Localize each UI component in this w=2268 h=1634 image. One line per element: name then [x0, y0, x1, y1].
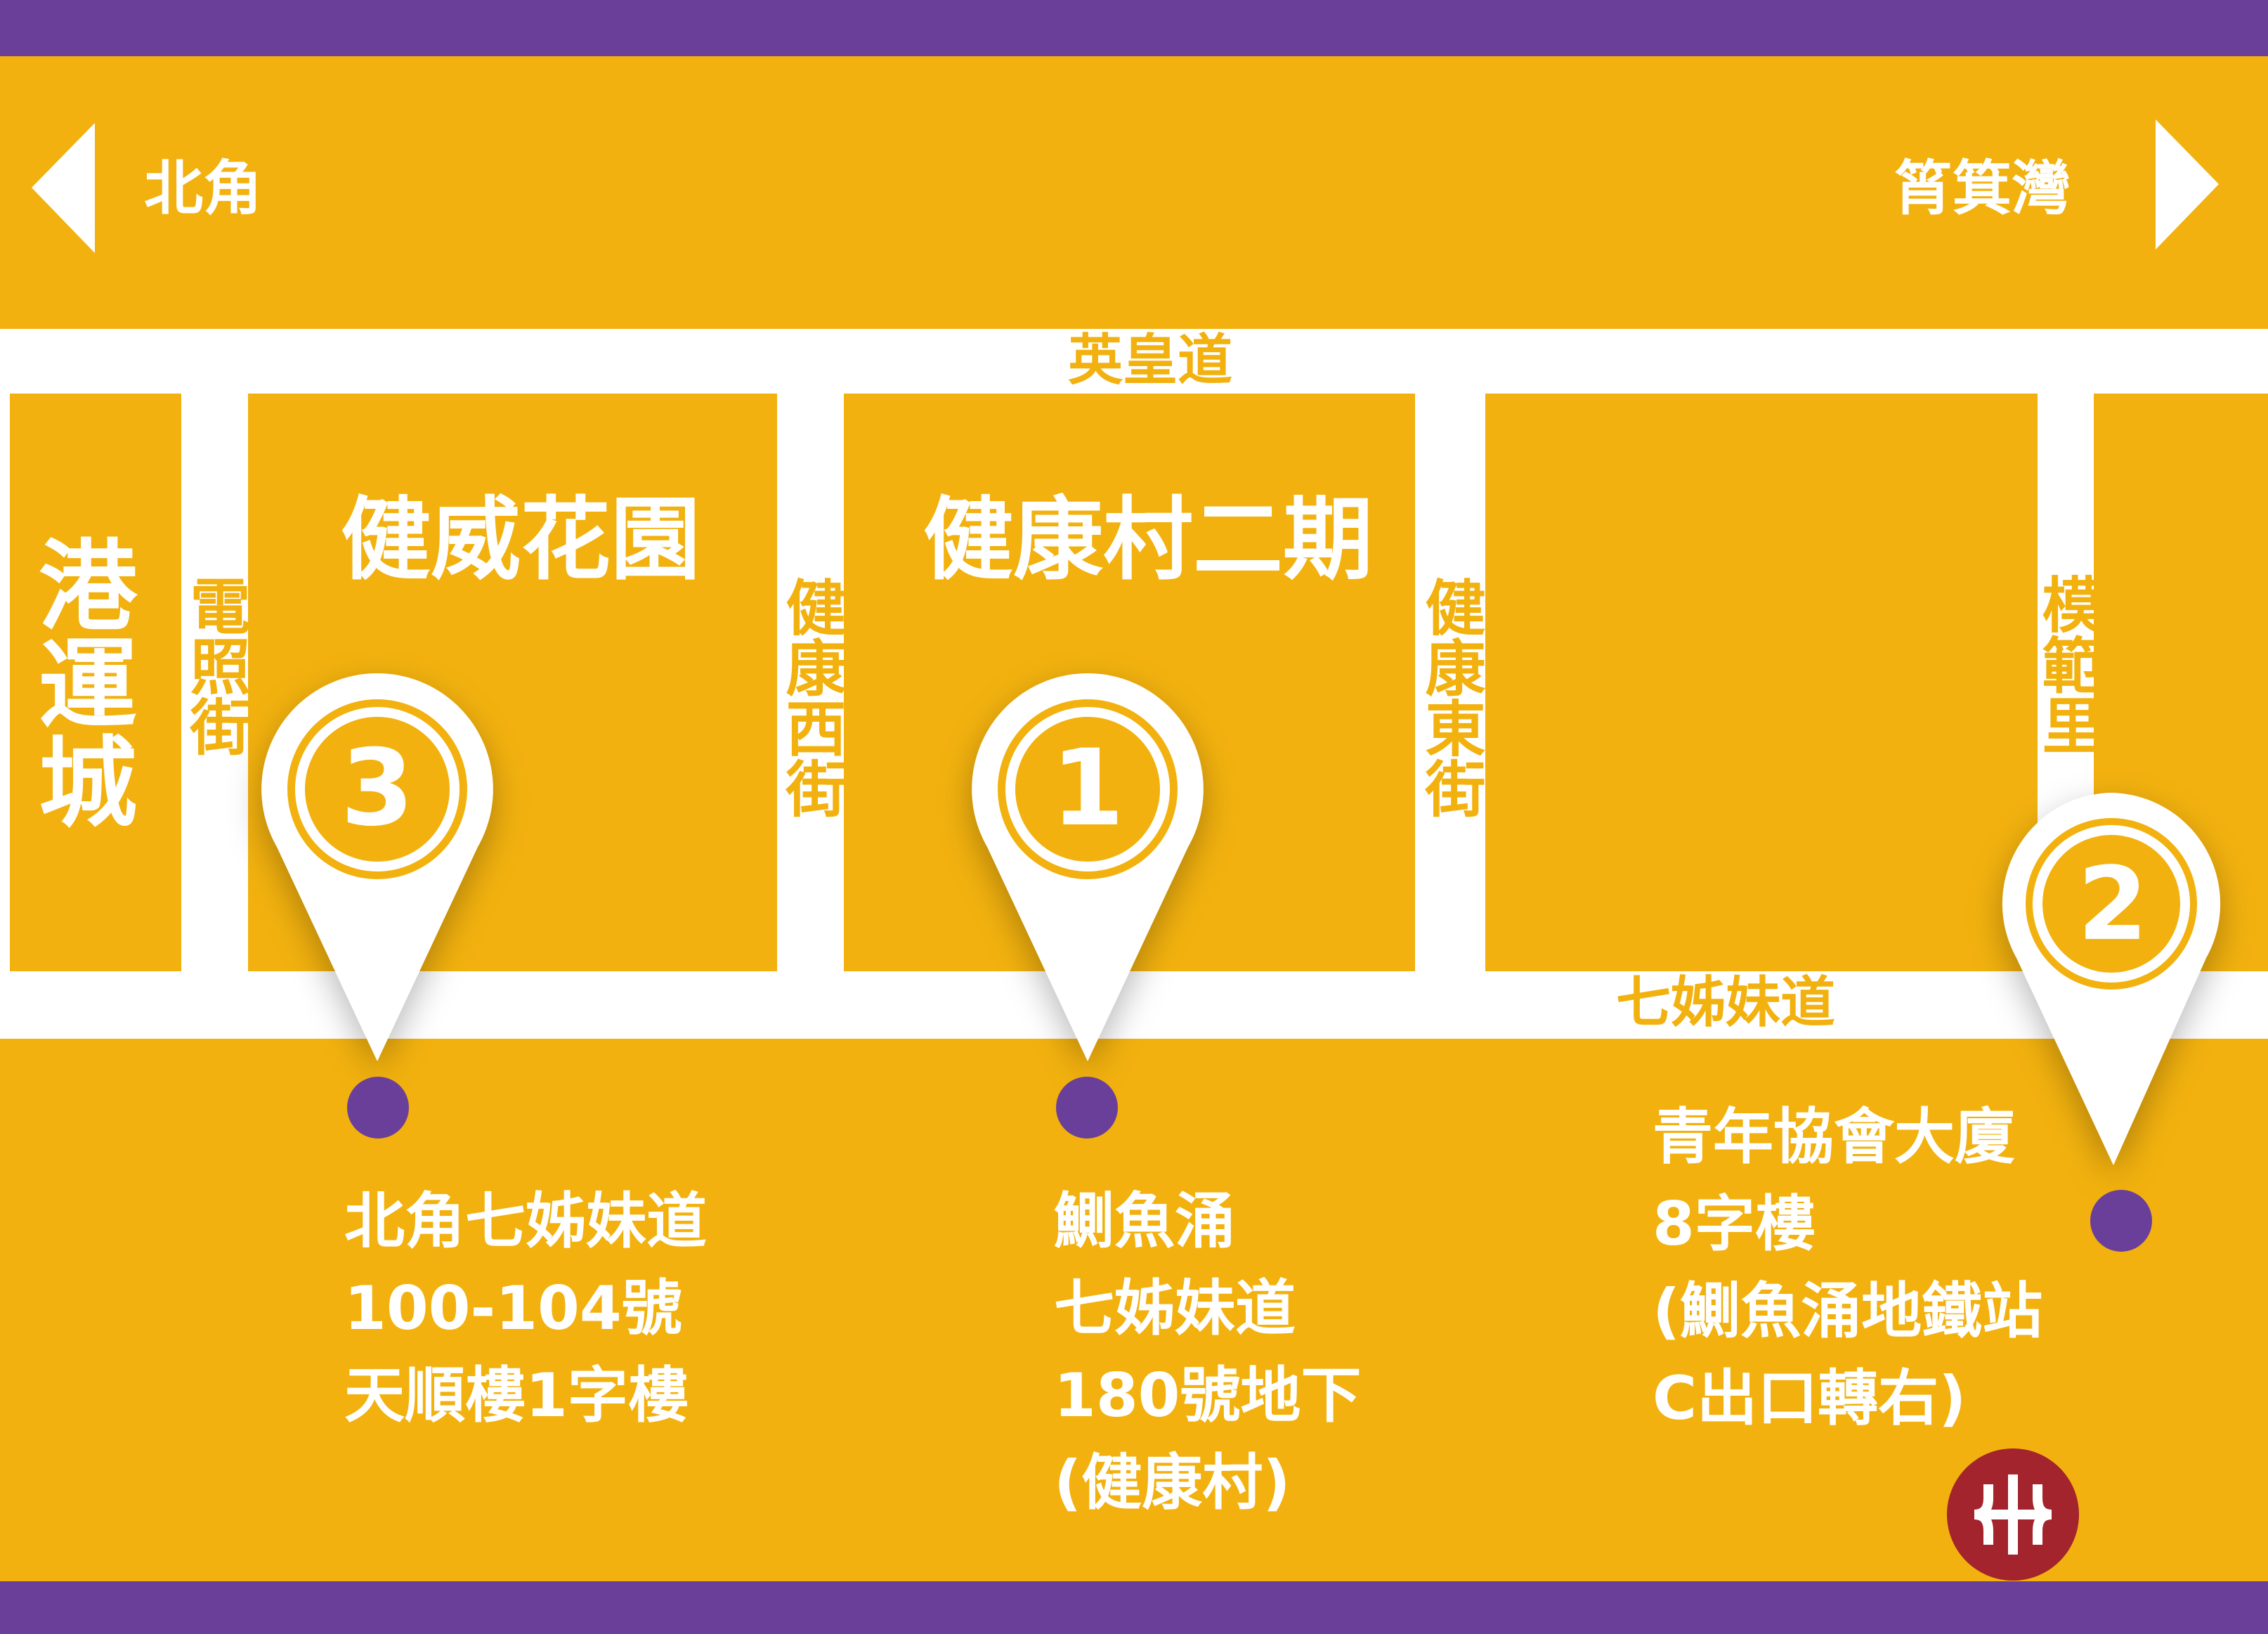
address-line: 北角七姊妹道 — [344, 1186, 707, 1257]
street-kings-road: 英皇道 — [1068, 329, 1233, 392]
marker-3-address: 北角七姊妹道 100-104號 天順樓1字樓 — [344, 1178, 707, 1439]
marker-2-location-dot — [2090, 1190, 2152, 1252]
street-healthy-street-west: 健康西街 — [775, 576, 845, 818]
marker-1-address: 鰂魚涌 七姊妹道 180號地下 (健康村) — [1054, 1178, 1362, 1526]
direction-left-label: 北角 — [144, 154, 263, 223]
block-healthy-village-phase2: 健康村二期 — [923, 488, 1374, 592]
street-electric-street: 電照街 — [179, 575, 249, 756]
address-line: C出口轉右) — [1653, 1363, 1967, 1434]
road-vertical-2 — [777, 329, 844, 1039]
right-arrow-icon — [2156, 119, 2219, 249]
left-arrow-icon — [32, 123, 95, 253]
marker-1-pin-icon — [972, 673, 1204, 1061]
marker-2-pin-icon — [2002, 793, 2221, 1165]
top-band — [0, 0, 2268, 56]
address-line: (健康村) — [1054, 1448, 1291, 1518]
block-healthy-gardens: 健威花園 — [341, 488, 701, 592]
address-line: 100-104號 — [344, 1273, 682, 1344]
direction-right-label: 筲箕灣 — [1894, 154, 2071, 223]
bottom-band — [0, 1581, 2268, 1634]
address-line: 180號地下 — [1054, 1361, 1362, 1431]
marker-2-number: 2 — [2077, 845, 2149, 963]
marker-3-location-dot — [347, 1077, 409, 1139]
address-line: 七姊妹道 — [1054, 1273, 1296, 1344]
road-vertical-3 — [1415, 329, 1485, 1039]
marker-2-address: 青年協會大廈 8字樓 (鰂魚涌地鐵站 C出口轉右) — [1653, 1094, 2042, 1442]
road-vertical-1 — [181, 329, 248, 1039]
marker-1-number: 1 — [1050, 727, 1125, 850]
block-island-place: 港運城 — [22, 534, 136, 829]
address-line: (鰂魚涌地鐵站 — [1653, 1276, 2043, 1347]
marker-3-number: 3 — [340, 727, 415, 850]
address-line: 8字樓 — [1653, 1189, 1816, 1259]
address-line: 青年協會大廈 — [1653, 1102, 2015, 1172]
street-mo-fan-lane: 模範里 — [2031, 573, 2101, 755]
address-line: 天順樓1字樓 — [344, 1361, 689, 1431]
street-seven-sisters-road: 七姊妹道 — [1616, 971, 1836, 1035]
address-line: 鰂魚涌 — [1054, 1186, 1235, 1257]
mtr-logo-icon — [1947, 1448, 2079, 1581]
marker-1-location-dot — [1056, 1077, 1118, 1139]
road-kings-road — [0, 329, 2268, 394]
road-left-edge — [0, 329, 10, 1039]
street-healthy-street-east: 健康東街 — [1414, 576, 1485, 818]
marker-3-pin-icon — [261, 673, 493, 1061]
